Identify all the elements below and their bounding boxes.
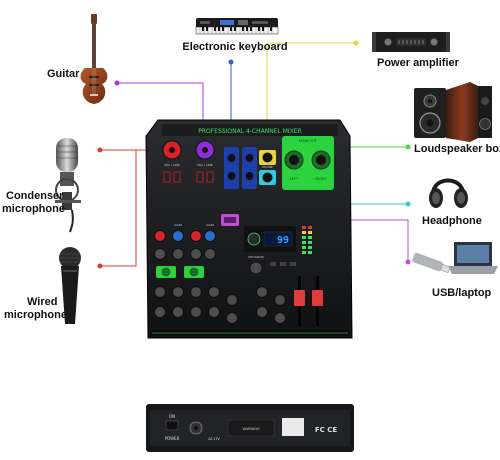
display-value: 99 [277,235,289,246]
main-out-label: MAIN OUT [299,139,317,143]
mixer-top-view: PROFESSIONAL 4-CHANNEL MIXER MIC / LINE … [146,120,352,338]
keyboard-dot [229,60,234,65]
label-guitar: Guitar [47,68,79,81]
label-wired-microphone-line1: Wired [27,296,57,309]
label-condenser-microphone-line2: microphone [2,203,65,216]
rear-power-label: POWER [165,436,180,441]
mixer-rear-view: ON POWER AC17V WARNING FC CE [146,404,354,452]
guitar-dot [115,81,120,86]
label-loudspeaker-box: Loudspeaker box [414,143,500,156]
program-label: PROGRAM [248,255,264,259]
rear-warning-label: WARNING [242,427,259,431]
rear-ac-label: AC17V [208,437,220,441]
wired-mic-line [100,150,136,266]
label-headphone: Headphone [422,215,482,228]
keyboard-picture [196,18,278,34]
usb-laptop-picture [412,242,498,275]
usb-dot [406,260,411,265]
rear-cert-marks: FC CE [315,426,337,434]
label-electronic-keyboard: Electronic keyboard [175,41,295,54]
label-wired-microphone-line2: microphone [4,309,67,322]
wired-mic-dot [98,264,103,269]
left-label: LEFT [290,177,299,181]
label-power-amplifier: Power amplifier [377,57,459,70]
gain-label-2: GAIN [206,223,214,227]
loudspeaker-dot [406,145,411,150]
power-amplifier-dot [354,41,359,46]
loudspeaker-picture [414,82,492,142]
rear-on-label: ON [169,414,175,419]
label-usb-laptop: USB/laptop [432,287,491,300]
phone-label: PHONE [262,165,273,169]
label-condenser-microphone-line1: Condenser [6,190,63,203]
power-amplifier-picture [372,32,450,52]
headphone-dot [406,202,411,207]
right-label: RIGHT [316,177,328,181]
condenser-microphone-picture [55,138,81,232]
guitar-picture [81,14,108,104]
mic-line-label-1: MIC / LINE [164,163,179,167]
mixer-title: PROFESSIONAL 4-CHANNEL MIXER [198,128,302,135]
mic-line-label-2: MIC / LINE [197,163,212,167]
headphone-picture [429,181,468,209]
condenser-dot [98,148,103,153]
gain-label-1: GAIN [174,223,182,227]
